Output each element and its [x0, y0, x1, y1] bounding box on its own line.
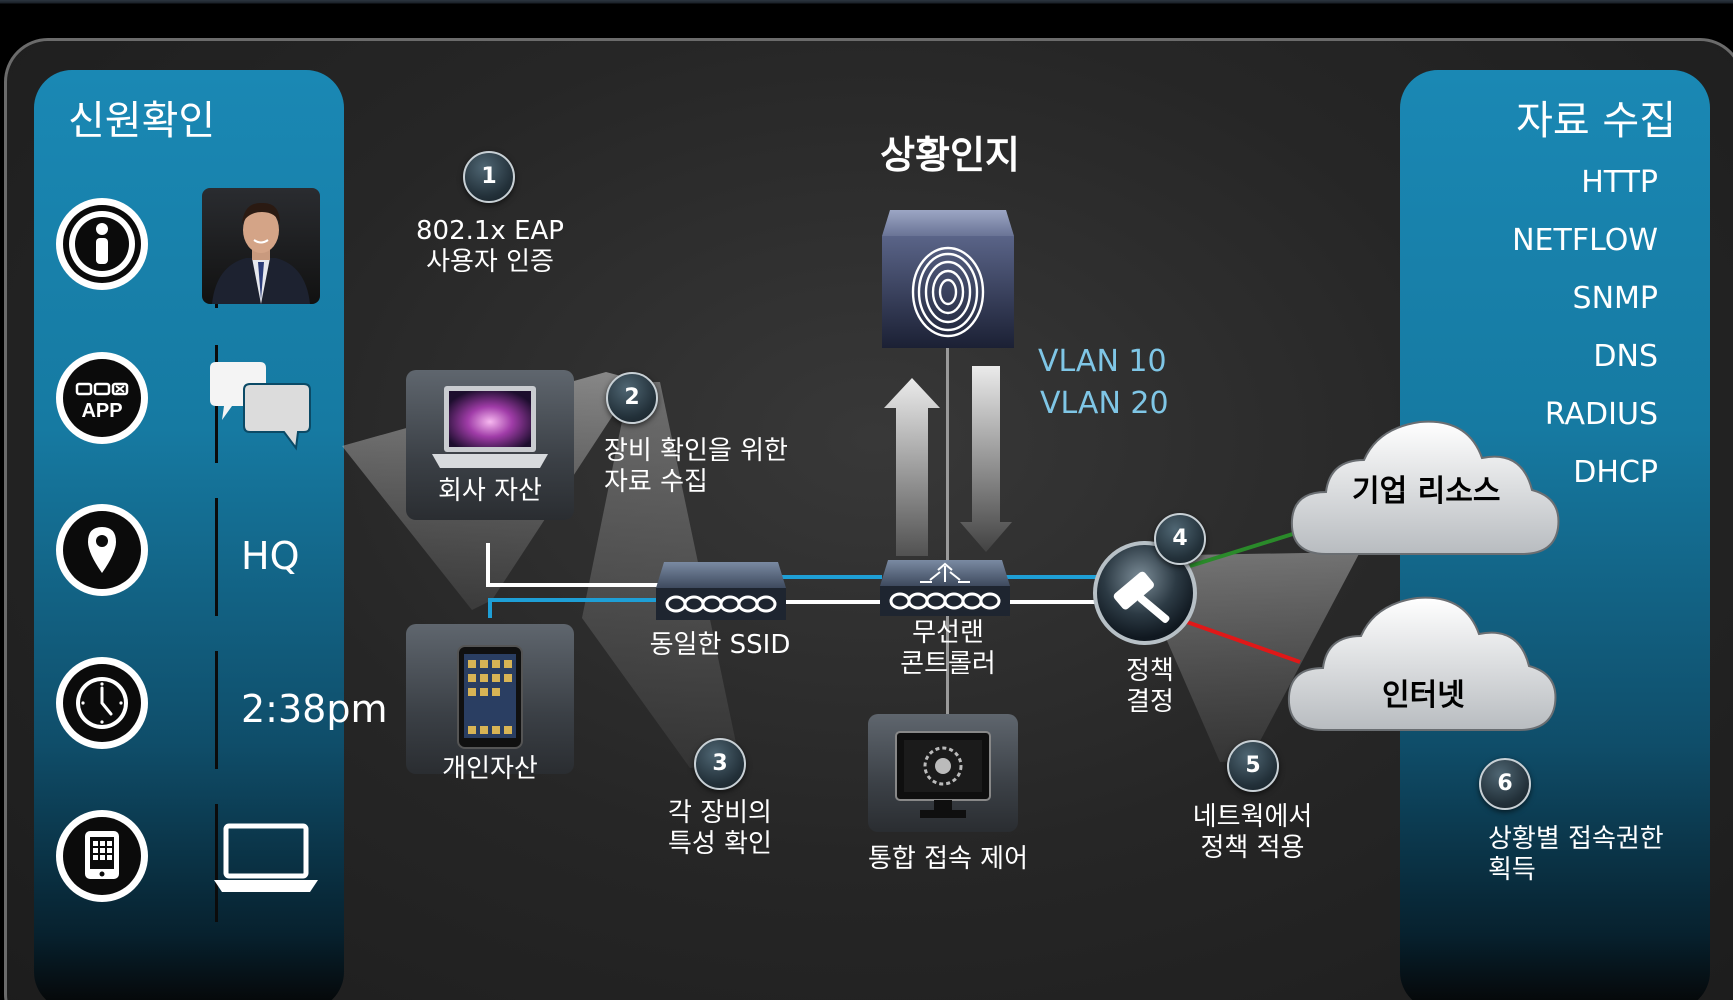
laptop-image — [432, 386, 548, 468]
separator — [215, 804, 218, 922]
chat-bubbles-icon — [210, 362, 311, 451]
context-title: 상황인지 — [880, 133, 1020, 177]
protocol-netflow: NETFLOW — [1512, 223, 1658, 258]
time-value: 2:38pm — [241, 687, 388, 731]
step-1-label: 802.1x EAP 사용자 인증 — [416, 216, 564, 277]
protocol-dhcp: DHCP — [1573, 455, 1658, 490]
internet-cloud-label: 인터넷 — [1382, 678, 1465, 713]
enterprise-cloud — [1290, 420, 1560, 555]
step-2-label: 장비 확인을 위한 자료 수집 — [604, 436, 788, 497]
user-photo — [202, 188, 320, 304]
tablet-image — [457, 645, 523, 749]
protocol-dns: DNS — [1593, 339, 1658, 374]
location-value: HQ — [241, 534, 300, 578]
step-1-badge: 1 — [463, 151, 515, 203]
fingerprint-icon — [882, 210, 1014, 348]
step-5-label: 네트웍에서 정책 적용 — [1192, 802, 1313, 863]
vlan-10-label: VLAN 10 — [1038, 344, 1167, 379]
corporate-asset-label: 회사 자산 — [438, 476, 542, 506]
personal-asset-label: 개인자산 — [442, 754, 538, 784]
personal-asset-tile: 개인자산 — [406, 624, 574, 784]
protocol-http: HTTP — [1581, 165, 1658, 200]
policy-gavel-icon — [1093, 541, 1197, 645]
laptop-icon — [214, 823, 318, 892]
step-3-label: 각 장비의 특성 확인 — [668, 798, 772, 859]
internet-cloud — [1287, 596, 1557, 731]
monitor-icon — [895, 731, 991, 818]
nac-tile — [868, 714, 1018, 832]
info-icon — [56, 198, 148, 290]
switch-icon — [656, 562, 786, 620]
wlc-label: 무선랜 콘트롤러 — [900, 618, 996, 679]
location-pin-icon — [56, 504, 148, 596]
step-2-badge: 2 — [606, 372, 658, 424]
protocol-snmp: SNMP — [1572, 281, 1658, 316]
separator — [215, 498, 218, 616]
wireless-controller-icon — [880, 560, 1010, 616]
step-5-badge: 5 — [1227, 740, 1279, 792]
up-arrow — [884, 378, 940, 556]
data-panel-title: 자료 수집 — [1516, 98, 1676, 144]
tablet-icon — [56, 810, 148, 902]
identity-panel: 신원확인 — [34, 70, 387, 1000]
app-icon: APP — [56, 352, 148, 444]
enterprise-cloud-label: 기업 리소스 — [1352, 474, 1501, 509]
nac-label: 통합 접속 제어 — [867, 844, 1029, 874]
identity-panel-title: 신원확인 — [68, 98, 216, 144]
protocol-radius: RADIUS — [1544, 397, 1658, 432]
step-6-label: 상황별 접속권한 획득 — [1488, 824, 1664, 885]
down-arrow — [960, 366, 1012, 552]
clock-icon — [56, 657, 148, 749]
vlan-20-label: VLAN 20 — [1040, 386, 1169, 421]
separator — [215, 651, 218, 769]
step-6-badge: 6 — [1479, 758, 1531, 810]
switch-label: 동일한 SSID — [649, 630, 791, 660]
policy-label: 정책 결정 — [1126, 656, 1174, 717]
step-4-badge: 4 — [1154, 513, 1206, 565]
app-icon-text: APP — [81, 400, 122, 422]
corporate-asset-tile: 회사 자산 — [406, 370, 574, 520]
step-3-badge: 3 — [694, 738, 746, 790]
